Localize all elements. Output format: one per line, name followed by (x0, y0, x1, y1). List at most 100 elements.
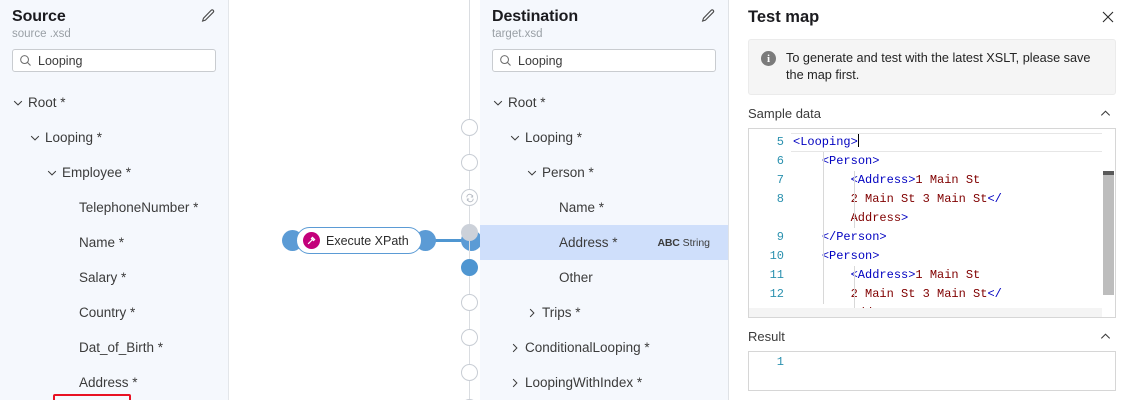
test-map-panel: Test map i To generate and test with the… (730, 0, 1130, 400)
destination-connector-loop-icon[interactable] (461, 189, 478, 206)
destination-node-label: Trips * (542, 305, 581, 320)
editor-scroll-marker (1103, 171, 1114, 175)
source-tree-node[interactable]: Country * (0, 295, 228, 330)
destination-search-input[interactable]: Looping (492, 49, 716, 72)
source-tree-node[interactable]: Employee * (0, 155, 228, 190)
code-token: <Address> (850, 173, 916, 187)
info-message: To generate and test with the latest XSL… (786, 51, 1091, 82)
destination-tree-node[interactable]: Address *ABC String (480, 225, 728, 260)
chevron-down-icon[interactable] (492, 97, 504, 109)
destination-connector-handle[interactable] (461, 329, 478, 346)
editor-code-line: <Person> (793, 247, 1115, 266)
editor-line-number: 9 (776, 230, 784, 244)
source-node-label: Root * (28, 95, 66, 110)
source-panel-header: Source source .xsd (0, 0, 228, 40)
source-node-label: Address * (79, 375, 138, 390)
destination-tree-node[interactable]: Other (480, 260, 728, 295)
search-icon (19, 54, 32, 67)
code-token: 1 Main St (915, 173, 981, 187)
editor-vertical-scrollbar[interactable] (1102, 129, 1115, 317)
destination-node-label: ConditionalLooping * (525, 340, 650, 355)
source-title: Source (12, 8, 66, 25)
editor-horizontal-scrollbar[interactable] (749, 308, 1102, 317)
execute-xpath-label: Execute XPath (326, 233, 409, 248)
source-tree-node[interactable]: Looping * (0, 120, 228, 155)
result-title: Result (748, 329, 785, 344)
chevron-up-icon[interactable] (1099, 107, 1112, 120)
editor-code-line: <Address>1 Main St (793, 266, 1115, 285)
editor-code-line: </Person> (793, 228, 1115, 247)
source-tree-node[interactable]: Name * (0, 225, 228, 260)
editor-scroll-thumb[interactable] (1103, 175, 1114, 295)
destination-connector-handle[interactable] (461, 259, 478, 276)
chevron-right-icon[interactable] (526, 307, 538, 319)
destination-schema-filename: target.xsd (492, 28, 543, 40)
map-canvas[interactable]: Execute XPath (229, 0, 482, 400)
source-node-label: Dat_of_Birth * (79, 340, 164, 355)
source-search-input[interactable]: Looping (12, 49, 216, 72)
source-tree-node[interactable]: TelephoneNumber * (0, 190, 228, 225)
chevron-right-icon[interactable] (509, 342, 521, 354)
connection-edge[interactable] (426, 239, 470, 242)
code-token: <Looping> (793, 135, 858, 149)
destination-tree-node[interactable]: Person * (480, 155, 728, 190)
destination-node-label: Name * (559, 200, 605, 215)
result-editor[interactable]: 1 (748, 351, 1116, 391)
editor-line-number: 8 (776, 192, 784, 206)
destination-tree-node[interactable]: LoopingWithIndex * (480, 365, 728, 400)
source-tree-node[interactable]: Root * (0, 85, 228, 120)
source-tree-node[interactable]: Salary * (0, 260, 228, 295)
result-code-area[interactable] (791, 352, 1115, 390)
code-token: </ (987, 192, 1002, 206)
destination-title: Destination (492, 8, 579, 25)
destination-panel-header: Destination target.xsd (480, 0, 728, 40)
sample-data-editor[interactable]: 5678910111213 <Looping> <Person> <Addres… (748, 128, 1116, 318)
destination-edit-pencil-icon[interactable] (698, 6, 718, 26)
save-map-info-bar: i To generate and test with the latest X… (748, 39, 1116, 95)
source-edit-pencil-icon[interactable] (198, 6, 218, 26)
code-token (793, 230, 822, 244)
source-node-label: TelephoneNumber * (79, 200, 199, 215)
editor-line-number: 5 (776, 135, 784, 149)
source-tree-node[interactable]: Address * (0, 365, 228, 400)
chevron-down-icon[interactable] (46, 167, 58, 179)
destination-tree-node[interactable]: ConditionalLooping * (480, 330, 728, 365)
chevron-down-icon[interactable] (29, 132, 41, 144)
destination-connector-handle[interactable] (461, 294, 478, 311)
destination-node-label: Person * (542, 165, 594, 180)
destination-connector-handle[interactable] (461, 154, 478, 171)
chevron-right-icon[interactable] (509, 377, 521, 389)
source-tree: Root * Looping * Employee * TelephoneNumber… (0, 85, 228, 400)
indent-guide (854, 266, 855, 317)
chevron-down-icon[interactable] (509, 132, 521, 144)
text-cursor (857, 133, 860, 147)
editor-line-number: 11 (769, 268, 784, 282)
destination-tree-node[interactable]: Trips * (480, 295, 728, 330)
chevron-down-icon[interactable] (12, 97, 24, 109)
execute-xpath-function-node[interactable]: Execute XPath (296, 227, 422, 254)
source-tree-node[interactable]: Dat_of_Birth * (0, 330, 228, 365)
destination-tree-node[interactable]: Name * (480, 190, 728, 225)
destination-tree-node[interactable]: Root * (480, 85, 728, 120)
destination-connector-handle[interactable] (461, 119, 478, 136)
destination-connector-handle[interactable] (461, 224, 478, 241)
sample-data-section-header[interactable]: Sample data (748, 106, 1116, 121)
code-token: 2 Main St 3 Main St (850, 192, 988, 206)
source-node-label: Employee * (62, 165, 132, 180)
chevron-up-icon[interactable] (1099, 330, 1112, 343)
source-search-value: Looping (38, 53, 83, 68)
destination-connector-handle[interactable] (461, 364, 478, 381)
editor-line-number: 10 (769, 249, 784, 263)
source-schema-filename: source .xsd (12, 28, 71, 40)
editor-code-line: <Address>1 Main St (793, 171, 1115, 190)
source-node-label: Country * (79, 305, 136, 320)
close-icon[interactable] (1098, 7, 1118, 27)
destination-tree-node[interactable]: Looping * (480, 120, 728, 155)
result-section-header[interactable]: Result (748, 329, 1116, 344)
xpath-function-icon (303, 232, 320, 249)
editor-code-line: 2 Main St 3 Main St</ (793, 190, 1115, 209)
editor-code-area[interactable]: <Looping> <Person> <Address>1 Main St 2 … (791, 129, 1115, 317)
code-token: > (901, 211, 909, 225)
chevron-down-icon[interactable] (526, 167, 538, 179)
